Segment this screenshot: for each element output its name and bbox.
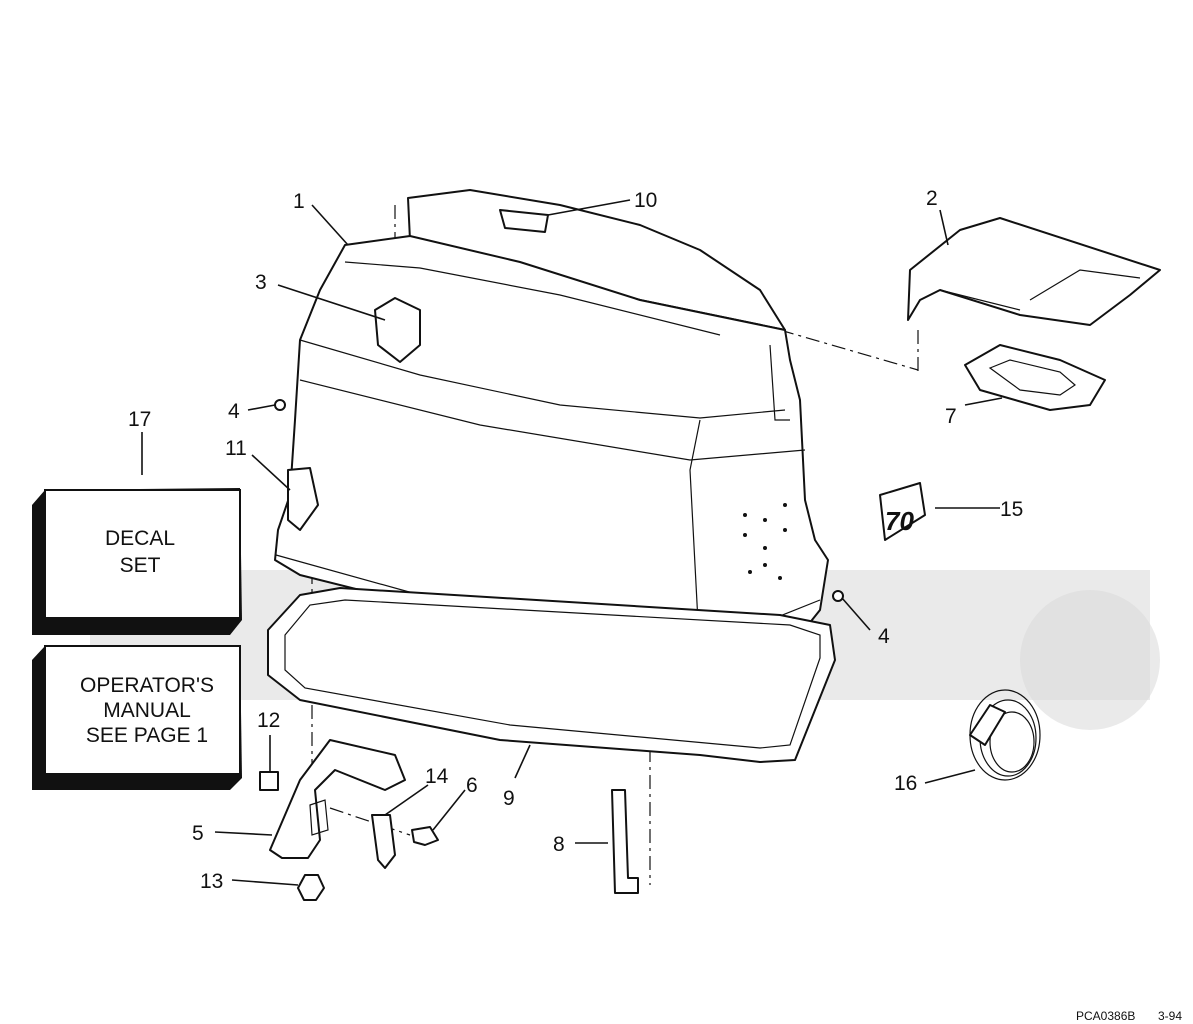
callout-17: 17 bbox=[128, 408, 151, 431]
leader-lines bbox=[141, 199, 1003, 886]
callout-13: 13 bbox=[200, 870, 223, 893]
manual-box-line1: OPERATOR'S bbox=[80, 674, 214, 697]
callout-5: 5 bbox=[192, 822, 204, 845]
decal-part-11 bbox=[287, 467, 319, 531]
bracket-part-5 bbox=[269, 739, 406, 859]
decal-box-line1: DECAL bbox=[105, 527, 175, 550]
manual-box-line3: SEE PAGE 1 bbox=[86, 724, 208, 747]
operators-manual-box: OPERATOR'S MANUAL SEE PAGE 1 bbox=[32, 645, 242, 790]
strap-part-8 bbox=[611, 789, 639, 894]
callout-2: 2 bbox=[926, 187, 938, 210]
callout-3: 3 bbox=[255, 271, 267, 294]
emblem-part-15: 70 bbox=[879, 482, 926, 541]
seal-part-9 bbox=[267, 587, 836, 763]
callout-4-left: 4 bbox=[228, 400, 240, 423]
grommet-part-13 bbox=[297, 874, 325, 901]
callout-9: 9 bbox=[503, 787, 515, 810]
callout-10: 10 bbox=[634, 189, 657, 212]
nut-part-12 bbox=[259, 771, 279, 791]
screw-part-4-left bbox=[274, 399, 286, 411]
screw-part-6 bbox=[411, 826, 439, 846]
manual-box-line2: MANUAL bbox=[103, 699, 191, 722]
top-cover-part-2 bbox=[907, 217, 1161, 326]
callout-7: 7 bbox=[945, 405, 957, 428]
callout-15: 15 bbox=[1000, 498, 1023, 521]
callout-12: 12 bbox=[257, 709, 280, 732]
footer: PCA0386B 3-94 bbox=[1076, 1009, 1182, 1023]
callout-16: 16 bbox=[894, 772, 917, 795]
footer-date: 3-94 bbox=[1158, 1009, 1182, 1023]
callout-11: 11 bbox=[225, 437, 247, 460]
emblem-text: 70 bbox=[885, 506, 914, 536]
gasket-part-7 bbox=[964, 344, 1106, 411]
cover-vents bbox=[743, 503, 787, 580]
decal-part-3 bbox=[374, 297, 421, 363]
clip-part-14 bbox=[371, 814, 396, 869]
decal-set-box: DECAL SET bbox=[32, 488, 242, 635]
screw-part-4-right bbox=[832, 590, 844, 602]
callout-1: 1 bbox=[293, 190, 305, 213]
callout-6: 6 bbox=[466, 774, 478, 797]
callout-4-right: 4 bbox=[878, 625, 890, 648]
callout-8: 8 bbox=[553, 833, 565, 856]
latch-part-10 bbox=[499, 209, 549, 233]
wire-part-16 bbox=[969, 689, 1041, 781]
callout-14: 14 bbox=[425, 765, 449, 788]
footer-code: PCA0386B bbox=[1076, 1009, 1135, 1023]
decal-box-line2: SET bbox=[120, 554, 161, 577]
callout-numbers: 1 2 3 4 4 5 6 7 8 9 10 11 12 13 14 15 16… bbox=[128, 187, 1023, 893]
